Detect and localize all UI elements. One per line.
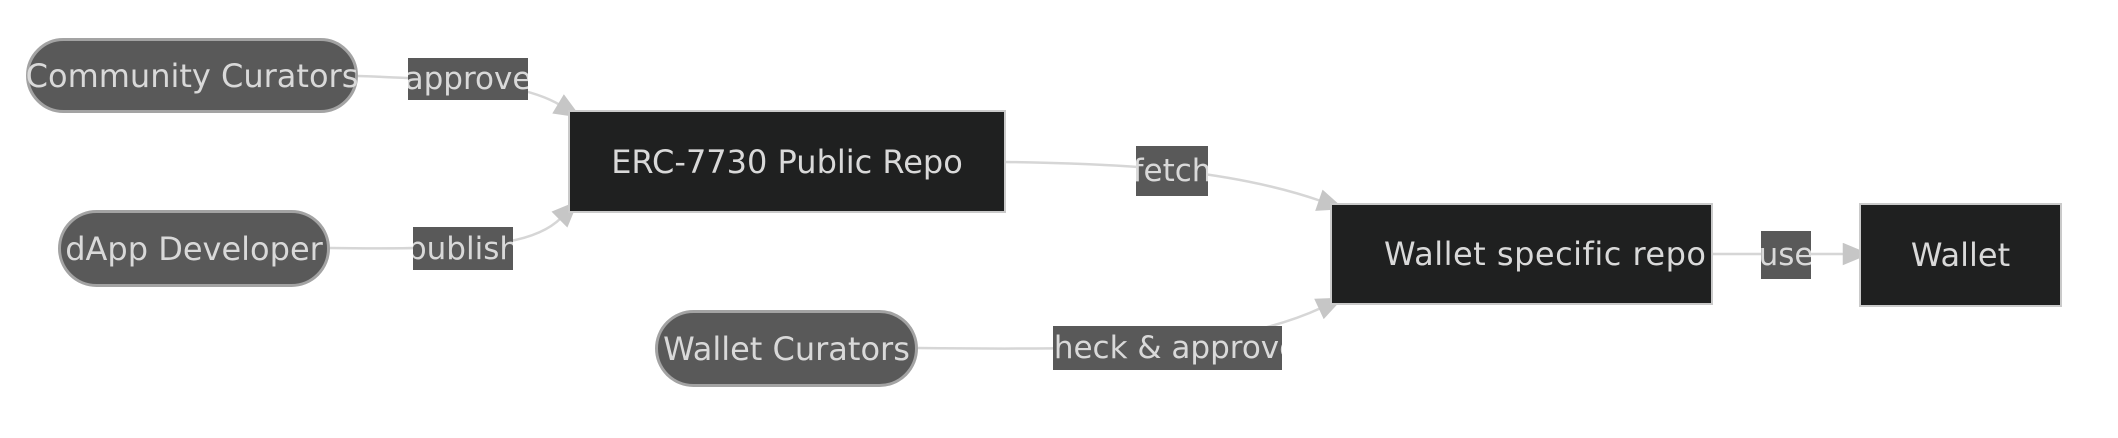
edge-label-fetch: fetch bbox=[1136, 146, 1208, 196]
edge-label-text: publish bbox=[413, 230, 513, 267]
node-wallet-specific-repo: Wallet specific repo bbox=[1330, 203, 1713, 305]
node-dapp-developer: dApp Developer bbox=[58, 210, 330, 287]
node-label: ERC-7730 Public Repo bbox=[611, 142, 963, 181]
edge-label-text: approve bbox=[408, 61, 528, 97]
node-wallet-curators: Wallet Curators bbox=[655, 310, 918, 387]
edge-label-use: use bbox=[1761, 231, 1811, 279]
node-erc-7730-public-repo: ERC-7730 Public Repo bbox=[568, 110, 1006, 213]
edge-label-check-approve: check & approve bbox=[1053, 326, 1282, 370]
edge-label-approve: approve bbox=[408, 58, 528, 100]
edge-label-publish: publish bbox=[413, 227, 513, 270]
node-label: Wallet specific repo bbox=[1384, 235, 1707, 273]
node-label: dApp Developer bbox=[65, 229, 323, 268]
node-label: Community Curators bbox=[25, 56, 359, 95]
edge-label-text: fetch bbox=[1136, 153, 1208, 189]
node-community-curators: Community Curators bbox=[26, 38, 358, 113]
node-wallet: Wallet bbox=[1859, 203, 2062, 307]
node-label: Wallet bbox=[1910, 236, 2011, 274]
edge-label-text: check & approve bbox=[1053, 330, 1282, 366]
node-label: Wallet Curators bbox=[663, 329, 910, 368]
edge-label-text: use bbox=[1761, 237, 1811, 273]
